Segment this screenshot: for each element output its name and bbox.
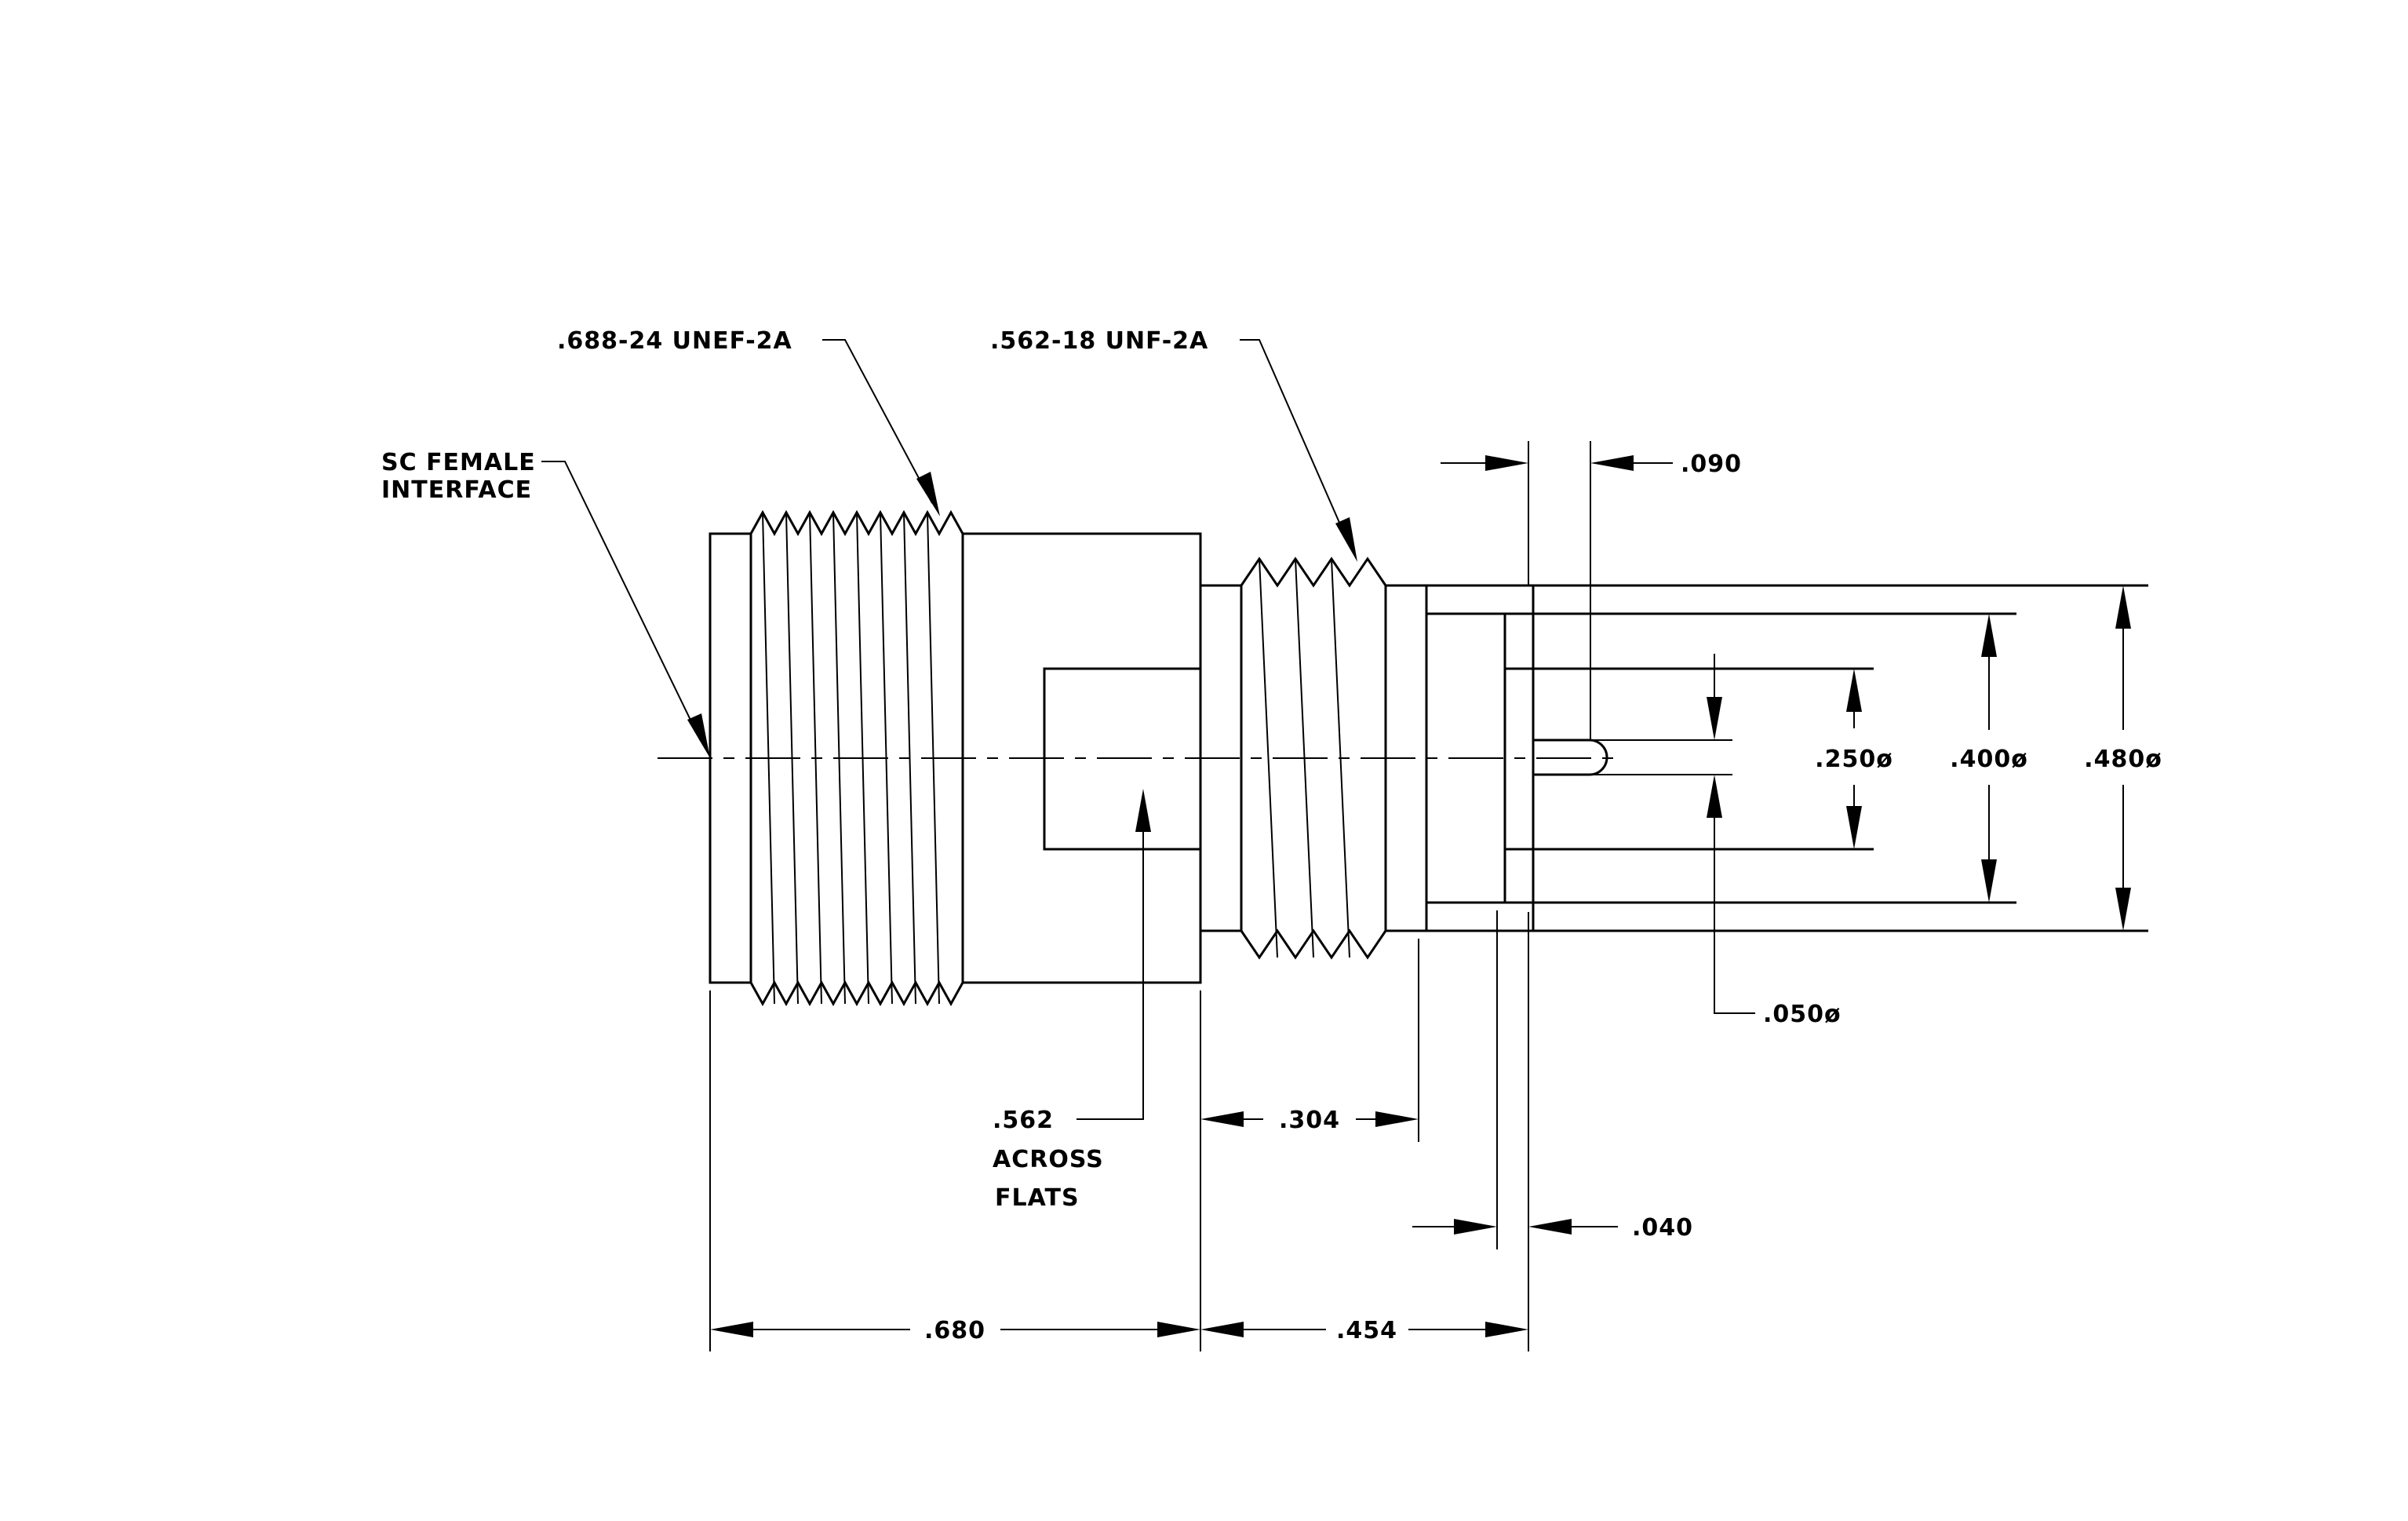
- interface-label-line2: INTERFACE: [381, 476, 532, 504]
- flats-label-line3: FLATS: [995, 1184, 1080, 1212]
- dim-090: [1441, 441, 1673, 739]
- thread-small-label: .562-18 UNF-2A: [990, 327, 1208, 355]
- dim-454-label: .454: [1336, 1317, 1397, 1344]
- center-pin: [1533, 739, 1732, 776]
- dim-454: [1200, 912, 1529, 1351]
- dim-040-label: .040: [1632, 1214, 1693, 1242]
- dim-250-label: .250ø: [1815, 746, 1893, 773]
- dim-050-label: .050ø: [1763, 1001, 1842, 1028]
- interface-label-line1: SC FEMALE: [381, 449, 536, 476]
- leader-interface: [541, 461, 710, 758]
- dim-050: [1707, 654, 1755, 1014]
- dim-480-label: .480ø: [2084, 746, 2162, 773]
- rear-flange: [1425, 584, 2148, 932]
- dim-304: [1200, 939, 1419, 1142]
- dim-680-label: .680: [924, 1317, 985, 1344]
- leader-thread-large: [822, 339, 940, 516]
- thread-large-label: .688-24 UNEF-2A: [557, 327, 792, 355]
- dim-480: [2115, 585, 2131, 931]
- dim-680: [709, 990, 1201, 1351]
- dim-090-label: .090: [1681, 450, 1742, 478]
- leader-flats: [1076, 789, 1151, 1120]
- dim-400-label: .400ø: [1950, 746, 2028, 773]
- flats-label-line1: .562: [993, 1107, 1054, 1134]
- leader-thread-small: [1240, 339, 1357, 562]
- dim-250: [1846, 669, 1862, 849]
- dim-400: [1981, 614, 1997, 903]
- dim-304-label: .304: [1279, 1107, 1340, 1134]
- flats-label-line2: ACROSS: [993, 1146, 1104, 1173]
- rear-thread-section: [1199, 556, 1428, 960]
- dim-040: [1412, 910, 1618, 1249]
